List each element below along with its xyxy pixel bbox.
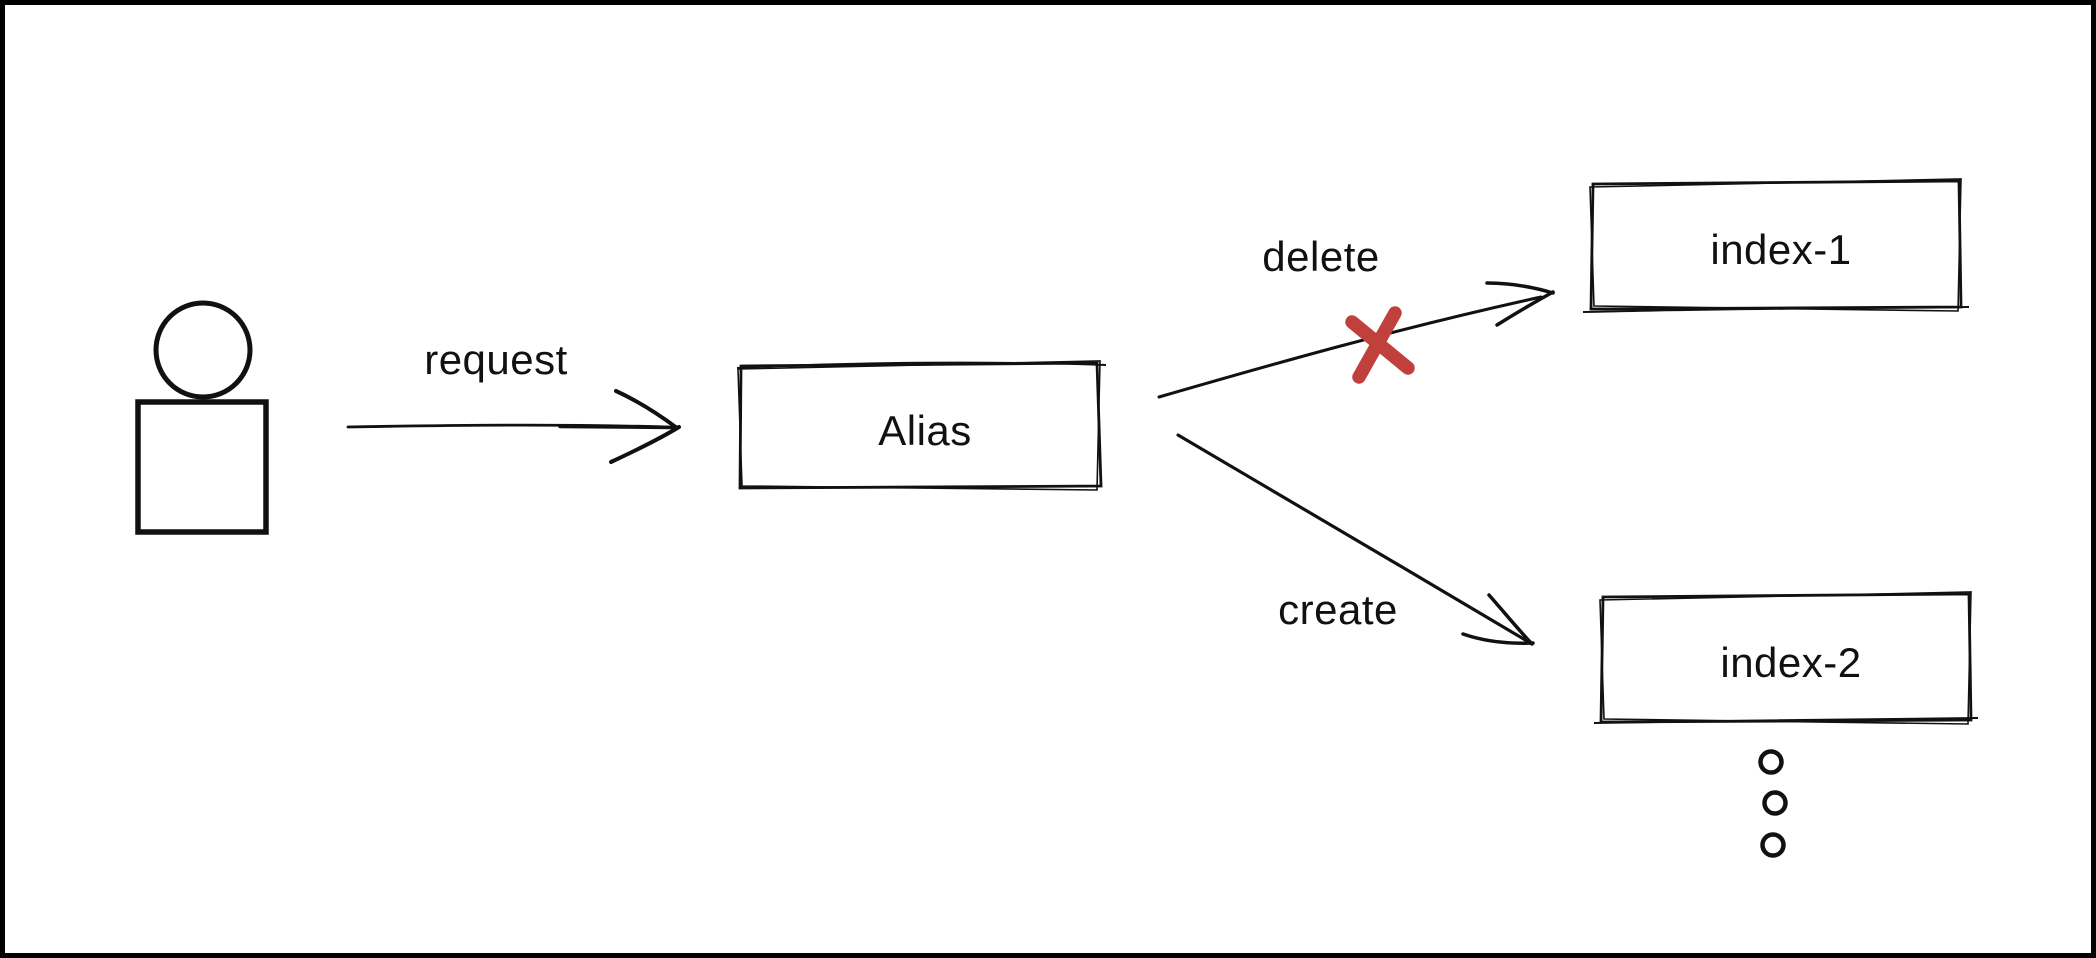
request-arrow [346,389,681,464]
x-mark-icon [1345,306,1415,384]
request-edge-label: request [424,336,568,383]
index-2-box-bottom-overshoot [1593,717,1979,724]
user-actor-icon [135,300,269,535]
index-2-node-label: index-2 [1720,639,1862,686]
ellipsis-dots-icon [1758,749,1788,858]
delete-arrow-shaft [1157,295,1543,399]
create-arrow [1176,433,1535,646]
ellipsis-dot-2 [1762,790,1788,816]
delete-arrowhead-lower [1495,290,1555,327]
alias-node-label: Alias [878,407,972,454]
actor-body-square [135,399,269,535]
actor-head-circle [153,300,253,400]
index-1-node-label: index-1 [1710,226,1852,273]
alias-node [736,360,1107,491]
delete-edge-label: delete [1262,233,1380,280]
ellipsis-dot-1 [1758,749,1784,775]
index-2-box-sketch-pass [1599,591,1972,725]
x-mark-stroke-2 [1352,306,1402,384]
alias-box-top-overshoot [736,361,1107,369]
index-1-box-sketch-pass [1589,178,1962,312]
index-2-node [1593,591,1979,725]
index-1-node [1582,178,1970,313]
create-arrow-shaft [1176,433,1529,643]
request-arrowhead-upper [614,389,679,430]
create-arrowhead-upper [1487,593,1534,646]
index-1-box-bottom-overshoot [1582,306,1970,313]
create-edge-label: create [1278,586,1398,633]
ellipsis-dot-3 [1760,832,1786,858]
diagram-drawing [135,178,1979,858]
delete-arrow [1157,281,1555,399]
request-arrow-shaft-double [558,424,676,430]
alias-box-sketch-pass [737,360,1101,491]
delete-arrowhead-upper [1485,281,1555,295]
create-arrowhead-lower [1461,632,1535,645]
request-arrowhead-lower [609,425,681,464]
